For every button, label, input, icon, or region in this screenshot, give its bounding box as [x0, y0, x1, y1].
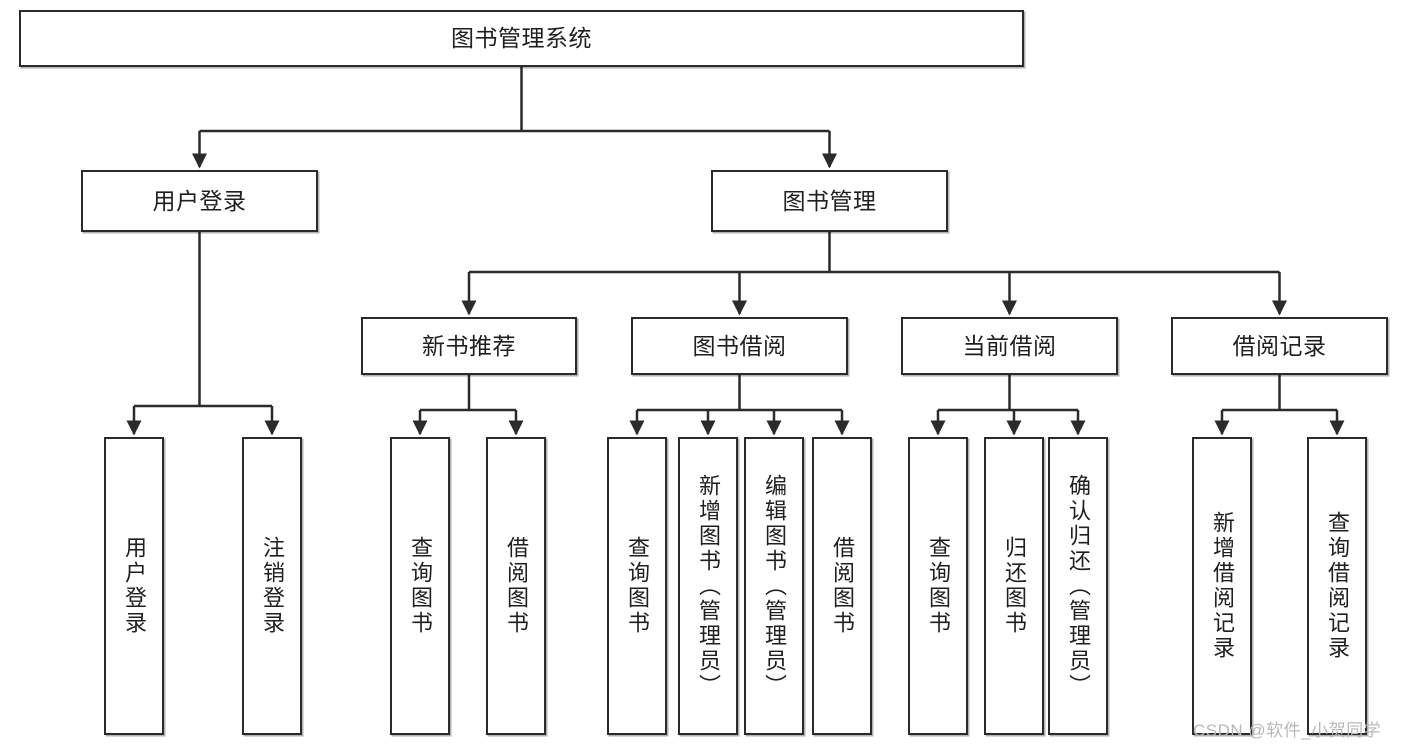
node-new-book-recommend[interactable]: 新书推荐	[361, 317, 577, 375]
node-leaf-user-logout[interactable]: 注销登录	[242, 437, 302, 735]
node-leaf-borrow-book-new[interactable]: 借阅图书	[486, 437, 546, 735]
node-leaf-edit-book-admin[interactable]: 编辑图书（管理员）	[744, 437, 804, 735]
node-label: 用户登录	[152, 187, 247, 214]
node-leaf-return-book[interactable]: 归还图书	[984, 437, 1044, 735]
node-leaf-query-book-borrow[interactable]: 查询图书	[607, 437, 667, 735]
node-leaf-query-borrow-record[interactable]: 查询借阅记录	[1307, 437, 1367, 735]
node-leaf-add-borrow-record[interactable]: 新增借阅记录	[1192, 437, 1252, 735]
node-leaf-query-book-new[interactable]: 查询图书	[390, 437, 450, 735]
node-leaf-add-book-admin[interactable]: 新增图书（管理员）	[678, 437, 738, 735]
node-label: 用户登录	[122, 536, 147, 636]
node-label: 查询图书	[408, 536, 433, 636]
node-leaf-confirm-return-admin[interactable]: 确认归还（管理员）	[1048, 437, 1108, 735]
node-leaf-borrow-book[interactable]: 借阅图书	[812, 437, 872, 735]
node-label: 借阅图书	[830, 536, 855, 636]
node-label: 确认归还（管理员）	[1066, 473, 1091, 699]
node-book-management-system[interactable]: 图书管理系统	[19, 10, 1024, 67]
watermark: CSDN @软件_小贺同学	[1193, 721, 1382, 740]
node-book-management[interactable]: 图书管理	[711, 170, 948, 232]
node-label: 图书借阅	[692, 332, 787, 359]
node-label: 查询借阅记录	[1325, 511, 1350, 661]
node-label: 当前借阅	[962, 332, 1057, 359]
node-label: 借阅记录	[1232, 332, 1327, 359]
node-label: 新书推荐	[422, 332, 516, 359]
node-label: 图书管理	[782, 187, 877, 214]
node-book-borrow[interactable]: 图书借阅	[631, 317, 848, 375]
node-label: 图书管理系统	[451, 25, 592, 52]
node-leaf-user-login[interactable]: 用户登录	[104, 437, 164, 735]
node-label: 新增图书（管理员）	[696, 473, 721, 699]
node-label: 查询图书	[625, 536, 650, 636]
node-user-login[interactable]: 用户登录	[81, 170, 318, 232]
node-current-borrow[interactable]: 当前借阅	[901, 317, 1118, 375]
node-label: 编辑图书（管理员）	[762, 473, 787, 699]
node-label: 新增借阅记录	[1210, 511, 1235, 661]
node-leaf-query-book-current[interactable]: 查询图书	[908, 437, 968, 735]
node-borrow-record[interactable]: 借阅记录	[1171, 317, 1388, 375]
node-label: 注销登录	[260, 536, 285, 636]
node-label: 借阅图书	[504, 536, 529, 636]
node-label: 归还图书	[1002, 536, 1027, 636]
node-label: 查询图书	[926, 536, 951, 636]
